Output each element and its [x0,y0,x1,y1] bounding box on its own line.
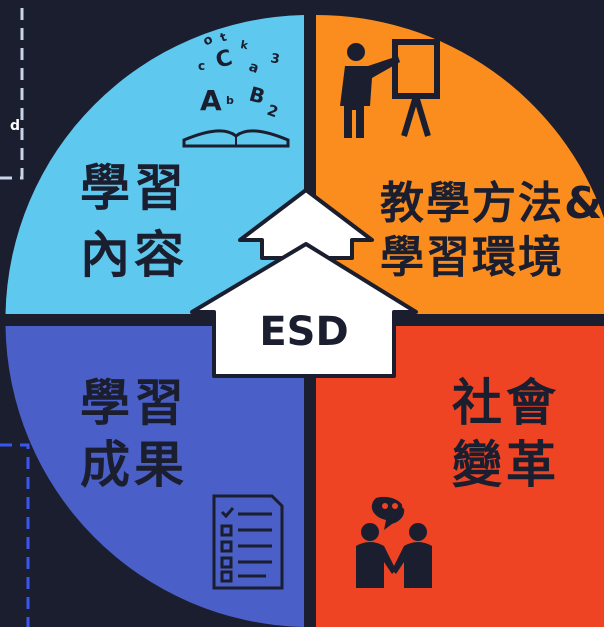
checklist-icon [212,494,284,590]
people-conversation-icon [356,496,432,588]
social-change-label-line1: 社會 [452,374,560,432]
teaching-methods-label-line1: 教學方法& [380,178,604,229]
book-letter: C [213,45,235,73]
house-shape [190,242,418,378]
circle-quadrants [5,14,604,627]
quadrant-teaching-methods [316,14,604,315]
learning-outcomes-label-line2: 成果 [80,436,188,494]
learning-content-label-line1: 學習 [80,159,188,217]
learning-outcomes-label-line1: 學習 [80,374,188,432]
esd-house-arrow: ESD [190,188,418,378]
book-letter: A [200,84,222,117]
book-letter: B [247,82,268,109]
quadrant-labels: 學習 內容 教學方法& 學習環境 學習 成果 社會 變革 [80,159,604,494]
left-frame-letter: d [10,118,20,134]
book-letter: t [218,30,228,45]
book-letter: c [198,59,205,73]
quadrant-learning-content [5,15,304,314]
frame-top-left [0,0,24,180]
teaching-methods-label-line2: 學習環境 [380,232,564,283]
book-letter: k [239,38,249,52]
book-letter: b [226,94,234,107]
esd-label: ESD [259,309,348,355]
teacher-at-board-icon [340,39,440,138]
learning-content-label-line2: 內容 [80,226,188,284]
frame-bottom-left [0,443,30,627]
social-change-label-line2: 變革 [452,436,560,494]
quadrant-social-change [316,326,604,627]
book-letter: 3 [269,51,281,67]
